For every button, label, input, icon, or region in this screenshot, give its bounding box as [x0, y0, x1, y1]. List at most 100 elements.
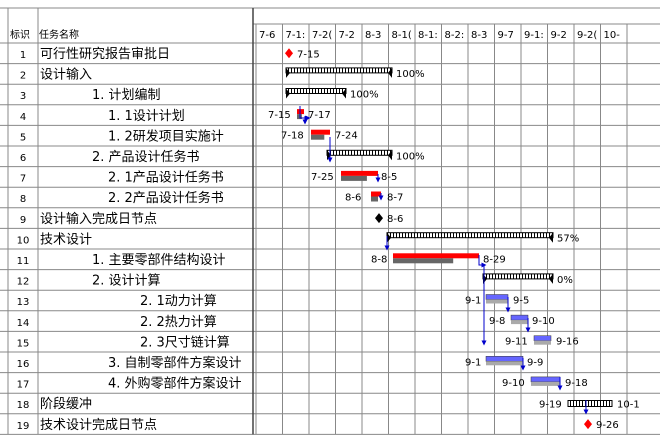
actual-bar — [393, 253, 479, 259]
bar-label: 100% — [396, 69, 425, 80]
bar-label: 7-18 — [281, 131, 304, 142]
bar-label: 8-5 — [381, 172, 397, 183]
row-id: 10 — [17, 235, 30, 246]
task-name: 2. 产品设计任务书 — [92, 149, 200, 165]
gantt-bar[interactable] — [375, 213, 383, 224]
baseline-bar — [393, 258, 454, 264]
baseline-bar — [341, 175, 367, 181]
bar-label: 100% — [396, 151, 425, 162]
bar-label: 9-11 — [505, 337, 528, 348]
gantt-bar[interactable] — [341, 170, 378, 181]
baseline-bar — [486, 299, 508, 304]
gantt-bar[interactable] — [393, 253, 479, 264]
bar-label: 57% — [557, 234, 579, 245]
gantt-bar[interactable] — [326, 149, 393, 161]
task-name: 1. 1设计计划 — [108, 109, 185, 124]
header-id: 标识 — [10, 29, 30, 41]
summary-bar — [386, 232, 554, 239]
task-name: 设计输入完成日节点 — [40, 211, 157, 227]
summary-cap-right — [342, 88, 346, 99]
row-id: 1 — [20, 50, 26, 61]
task-name: 技术设计 — [40, 232, 92, 247]
milestone-diamond — [375, 213, 383, 224]
gantt-bar[interactable] — [285, 67, 393, 78]
gantt-bar[interactable] — [485, 294, 509, 304]
bar-label: 9-1 — [465, 296, 481, 307]
row-id: 5 — [20, 132, 26, 143]
bar-label: 9-10 — [502, 378, 525, 389]
bar-label: 9-5 — [513, 296, 529, 307]
summary-cap-right — [388, 67, 392, 78]
timeline-label: 9-7 — [498, 30, 514, 41]
gantt-bar[interactable] — [533, 335, 552, 345]
gantt-bar[interactable] — [371, 191, 381, 202]
baseline-bar — [511, 320, 528, 325]
timeline-label: 8-3 — [365, 30, 381, 41]
timeline-label: 8-3 — [471, 30, 487, 41]
gantt-bar[interactable] — [386, 232, 554, 243]
summary-cap-right — [388, 150, 392, 161]
bar-label: 7-15 — [268, 110, 291, 121]
dependency-links — [299, 106, 589, 415]
bar-label: 8-7 — [387, 193, 403, 204]
bar-label: 9-8 — [489, 316, 505, 327]
timeline-label: 9-2( — [577, 30, 597, 41]
task-name: 阶段缓冲 — [40, 397, 92, 412]
timeline-label: 7-2( — [312, 30, 332, 41]
actual-bar — [341, 170, 378, 176]
summary-cap-right — [549, 273, 553, 284]
task-name: 2. 设计计算 — [92, 274, 161, 289]
summary-cap-left — [286, 88, 290, 99]
row-id: 12 — [17, 277, 30, 288]
row-id: 6 — [20, 153, 26, 164]
timeline-label: 8-1( — [392, 30, 412, 41]
summary-bar — [285, 88, 347, 94]
row-id: 2 — [20, 71, 26, 82]
gantt-bar[interactable] — [530, 376, 561, 386]
row-id: 16 — [17, 359, 30, 370]
summary-bar — [285, 67, 393, 74]
baseline-bar — [297, 114, 302, 120]
planned-bar — [510, 314, 529, 321]
gantt-bar[interactable] — [584, 419, 592, 430]
gantt-bar[interactable] — [567, 400, 613, 407]
task-name: 1. 计划编制 — [92, 88, 161, 103]
task-name: 3. 自制零部件方案设计 — [108, 355, 242, 371]
gantt-bar[interactable] — [485, 356, 524, 366]
column-headers: 标识 任务名称 — [10, 28, 79, 41]
gantt-bar[interactable] — [285, 88, 347, 99]
row-id: 4 — [20, 112, 26, 123]
baseline-bar — [534, 340, 551, 345]
milestone-diamond — [285, 48, 293, 59]
planned-bar — [533, 335, 552, 341]
row-id: 15 — [17, 338, 30, 349]
gantt-bar[interactable] — [311, 129, 330, 140]
timeline-label: 9-1: — [524, 30, 544, 41]
timeline-label: 9-2 — [551, 30, 567, 41]
planned-bar — [485, 294, 509, 300]
bar-label: 7-24 — [335, 131, 358, 142]
bar-label: 9-16 — [556, 337, 579, 348]
gantt-bar[interactable] — [482, 273, 554, 284]
row-id: 18 — [17, 400, 30, 411]
row-id: 11 — [17, 256, 30, 267]
timeline-label: 7-6 — [259, 30, 275, 41]
timeline-label: 10- — [604, 30, 621, 41]
timeline-label: 7-2 — [339, 30, 355, 41]
task-name: 2. 2产品设计任务书 — [108, 190, 224, 206]
task-name: 2. 1动力计算 — [140, 294, 217, 309]
bar-label: 7-25 — [311, 172, 334, 183]
gantt-bar[interactable] — [285, 48, 293, 59]
task-name: 可行性研究报告审批日 — [40, 47, 170, 62]
actual-bar — [311, 129, 330, 135]
link-7 — [478, 255, 487, 268]
baseline-bar — [371, 196, 378, 202]
gantt-bar[interactable] — [510, 314, 529, 325]
baseline-bar — [531, 381, 560, 386]
summary-bar — [482, 273, 554, 280]
planned-bar — [530, 376, 561, 383]
summary-cap-left — [387, 232, 391, 243]
sheet-grid — [0, 7, 660, 435]
